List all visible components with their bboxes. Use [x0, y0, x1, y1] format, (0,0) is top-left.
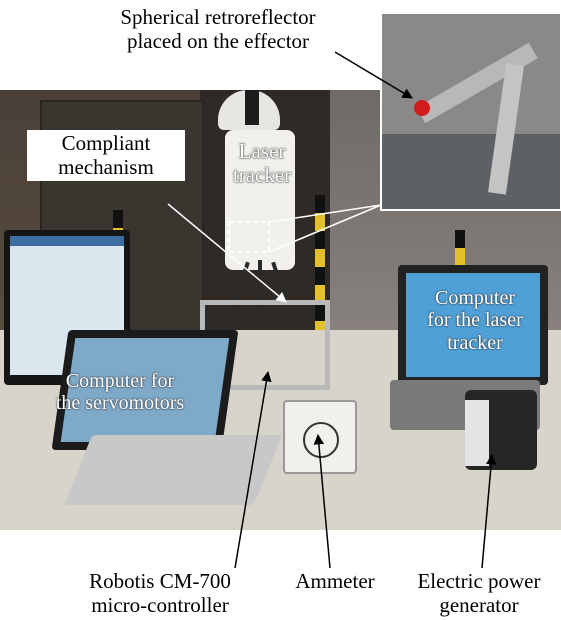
- laser-tracker-laptop: [398, 265, 548, 385]
- label-robotis: Robotis CM-700 micro-controller: [89, 569, 231, 617]
- arrow-power-generator: [481, 453, 497, 569]
- laser-tracker-band: [245, 90, 259, 125]
- inset-connector-bottom: [268, 204, 382, 253]
- inset-connector-top: [268, 204, 382, 223]
- label-compliant-mechanism: Compliant mechanism: [27, 130, 185, 182]
- arrow-robotis: [234, 370, 272, 569]
- retroreflector-ball: [414, 100, 430, 116]
- label-ammeter: Ammeter: [295, 569, 375, 593]
- power-generator-device: [465, 390, 537, 470]
- dashed-focus-box: [228, 221, 270, 253]
- arrow-compliant-mechanism: [167, 203, 287, 303]
- label-computer-servomotors: Computer for the servomotors: [55, 370, 185, 415]
- arrow-ammeter: [313, 433, 331, 569]
- label-laser-tracker: Laser tracker: [232, 139, 292, 187]
- tripod-leg: [258, 260, 262, 355]
- arrow-retroreflector: [334, 51, 413, 99]
- yellow-black-pole-center: [315, 195, 325, 395]
- label-power-generator: Electric power generator: [417, 569, 541, 617]
- label-computer-laser-tracker: Computer for the laser tracker: [427, 287, 523, 354]
- label-retroreflector: Spherical retroreflector placed on the e…: [120, 5, 316, 53]
